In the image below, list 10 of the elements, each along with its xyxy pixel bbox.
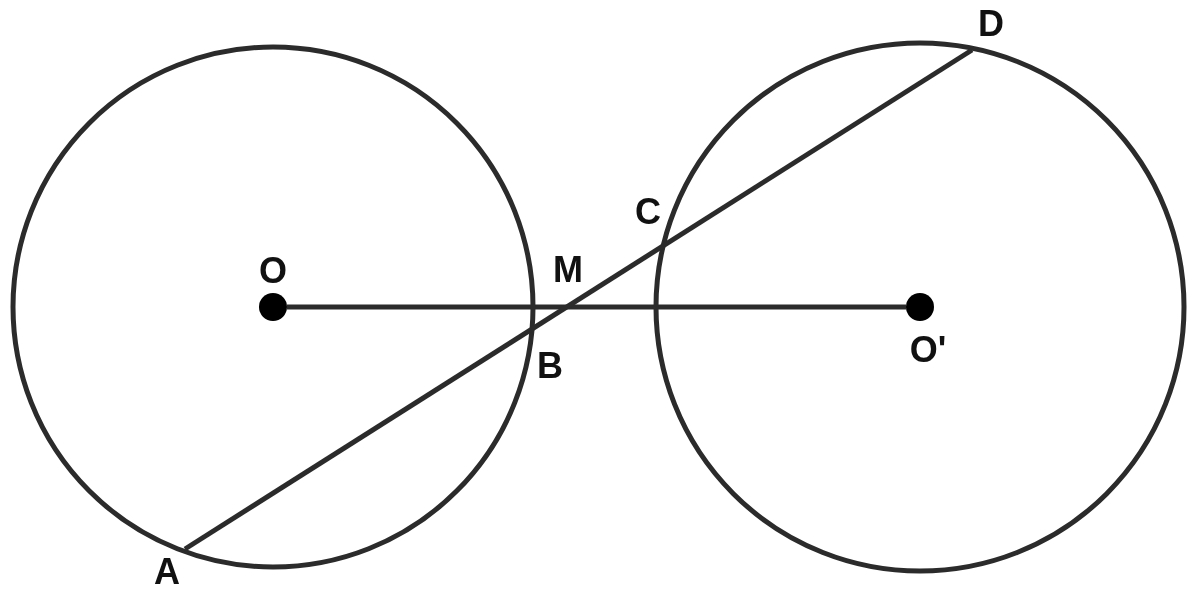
point-label: D	[978, 6, 1004, 42]
point-label: O	[259, 253, 287, 289]
center-point	[906, 293, 934, 321]
point-label: M	[553, 252, 583, 288]
center-point	[259, 293, 287, 321]
point-label: O'	[909, 332, 947, 368]
point-label: B	[537, 348, 563, 384]
point-label: A	[154, 554, 180, 590]
line-segment	[287, 304, 906, 310]
point-label: C	[635, 194, 661, 230]
